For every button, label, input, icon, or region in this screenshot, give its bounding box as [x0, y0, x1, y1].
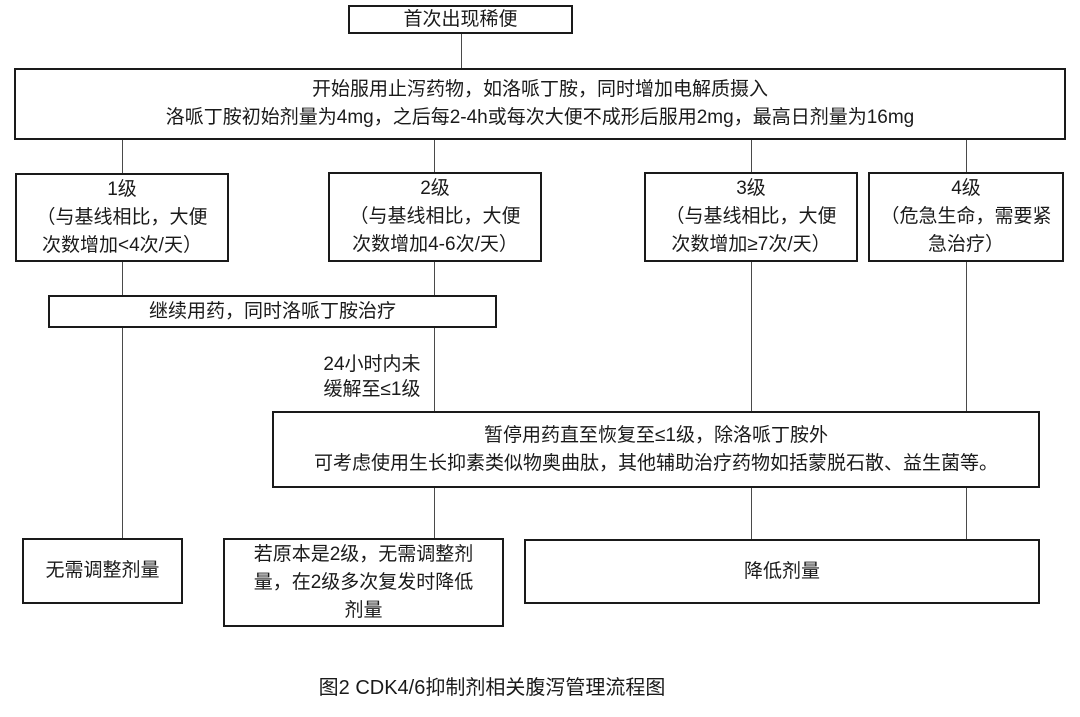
connector-continue-to-noadjust	[122, 328, 123, 538]
connector-treatment-to-grade2	[434, 140, 435, 172]
edge-label-not-relieved-24h: 24小时内未 缓解至≤1级	[323, 354, 421, 400]
connector-treatment-to-grade3	[751, 140, 752, 172]
connector-pause-to-reduce-left	[751, 488, 752, 539]
node-grade2-recurrence-rule: 若原本是2级，无需调整剂 量，在2级多次复发时降低 剂量	[223, 538, 504, 627]
connector-start-to-treatment	[461, 34, 462, 68]
node-grade-3: 3级 （与基线相比，大便 次数增加≥7次/天）	[644, 172, 858, 262]
figure-caption: 图2 CDK4/6抑制剂相关腹泻管理流程图	[318, 677, 666, 699]
node-first-loose-stool: 首次出现稀便	[348, 5, 573, 34]
connector-grade3-to-pause	[751, 262, 752, 411]
node-grade-2: 2级 （与基线相比，大便 次数增加4-6次/天）	[328, 172, 542, 262]
connector-pause-to-recurrence	[434, 488, 435, 538]
connector-grade1-to-continue	[122, 262, 123, 295]
connector-treatment-to-grade1	[122, 140, 123, 173]
connector-treatment-to-grade4	[966, 140, 967, 172]
connector-grade2-to-continue	[434, 262, 435, 295]
node-reduce-dose: 降低剂量	[524, 539, 1040, 604]
node-antidiarrheal-treatment: 开始服用止泻药物，如洛哌丁胺，同时增加电解质摄入 洛哌丁胺初始剂量为4mg，之后…	[14, 68, 1066, 140]
connector-pause-to-reduce-right	[966, 488, 967, 539]
node-grade-1: 1级 （与基线相比，大便 次数增加<4次/天）	[15, 173, 229, 262]
node-pause-medication: 暂停用药直至恢复至≤1级，除洛哌丁胺外 可考虑使用生长抑素类似物奥曲肽，其他辅助…	[272, 411, 1040, 488]
connector-grade4-to-pause	[966, 262, 967, 411]
node-no-dose-adjustment: 无需调整剂量	[22, 538, 183, 604]
connector-continue-to-pause	[434, 328, 435, 411]
node-continue-medication: 继续用药，同时洛哌丁胺治疗	[48, 295, 497, 328]
node-grade-4: 4级 （危急生命，需要紧 急治疗）	[868, 172, 1064, 262]
